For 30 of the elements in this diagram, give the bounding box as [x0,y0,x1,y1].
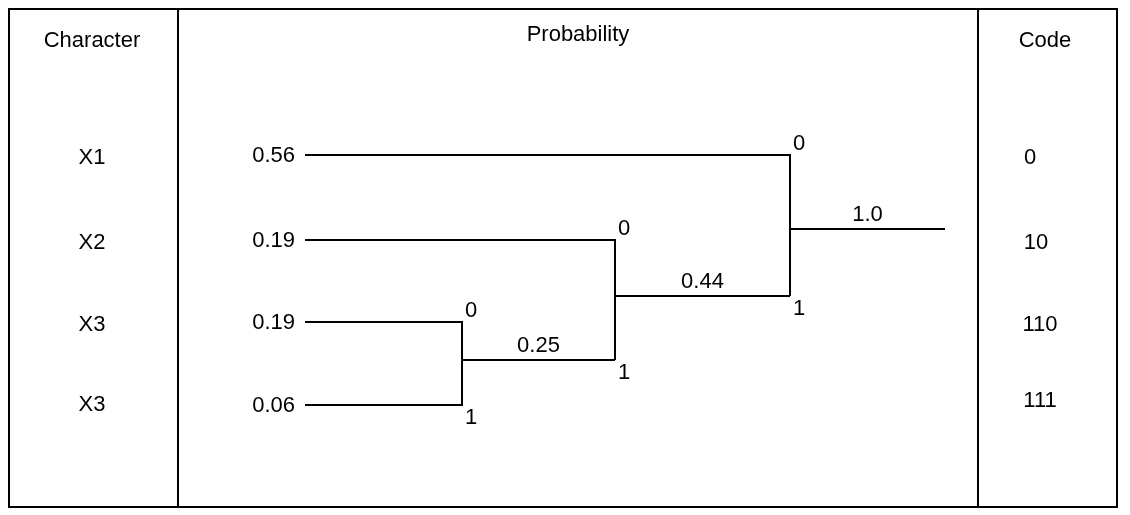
table-cell-text: X3 [78,391,106,417]
column-header: Code [1018,27,1072,53]
edge-label: 0 [465,300,478,320]
table-cell-text: 111 [1023,387,1057,413]
column-header: Character [43,27,141,53]
probability-value: 0.19 [210,225,305,255]
edge-label: 0 [793,133,806,153]
edge-label: 1 [465,407,478,427]
table-cell-text: 10 [1023,229,1049,255]
column-header: Probability [526,21,630,47]
table-cell-text: X3 [78,311,106,337]
probability-value: 0.19 [210,307,305,337]
edge-label: 1 [618,362,631,382]
probability-value: 0.56 [210,140,305,170]
probability-value: 0.06 [210,390,305,420]
merged-probability: 1.0 [790,200,945,230]
table-cell-text: X1 [78,144,106,170]
tree-connector [789,228,791,297]
table-cell-text: 0 [1023,144,1037,170]
tree-connector [304,321,463,361]
tree-connector [614,295,616,361]
tree-connector [304,154,791,230]
edge-label: 0 [618,218,631,238]
tree-connector [304,359,463,406]
table-cell-text: X2 [78,229,106,255]
table-cell-text: 110 [1022,311,1058,337]
merged-probability: 0.44 [615,267,790,297]
tree-connector [304,239,616,297]
merged-probability: 0.25 [462,331,615,361]
edge-label: 1 [793,298,806,318]
